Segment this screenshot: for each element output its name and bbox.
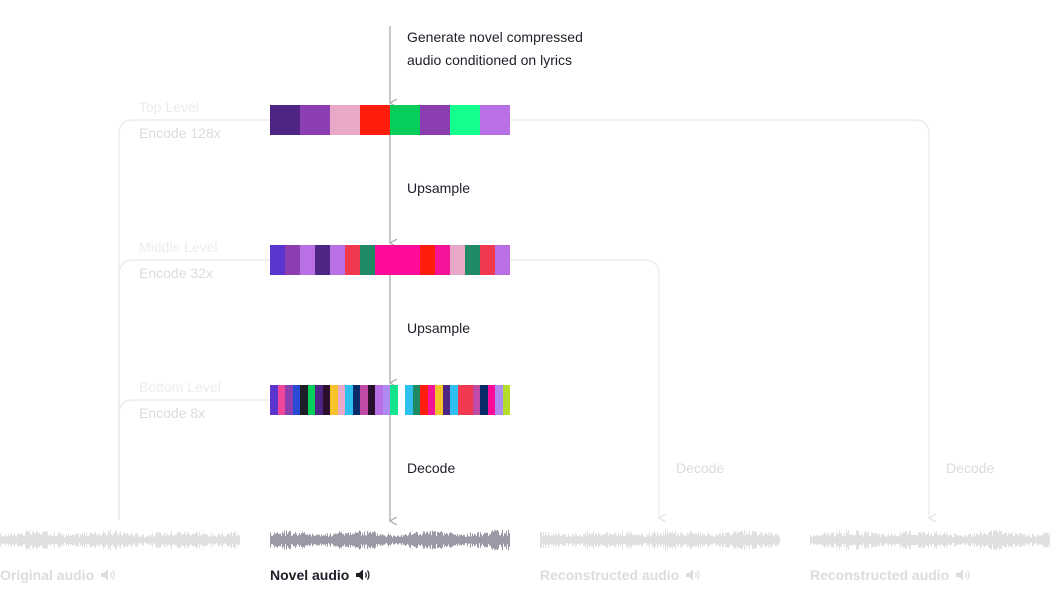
middle-level-encode-label: Encode 32x (139, 265, 213, 281)
code-cell (330, 245, 345, 275)
code-cell (502, 385, 510, 415)
code-cell (480, 105, 510, 135)
generate-label-line2: audio conditioned on lyrics (407, 52, 572, 68)
code-cell (390, 105, 420, 135)
code-cell (435, 245, 450, 275)
code-cell (450, 245, 465, 275)
upsample-label-middle: Upsample (407, 320, 471, 336)
decode-path-top (510, 119, 929, 518)
code-cell (397, 385, 405, 415)
code-cell (480, 385, 488, 415)
code-cell (330, 105, 360, 135)
encode-path-bottom (118, 399, 270, 520)
speaker-icon[interactable] (100, 568, 116, 582)
bottom-level-codes (270, 385, 510, 415)
code-cell (277, 385, 285, 415)
decode-label-top: Decode (946, 460, 995, 476)
original-audio-label: Original audio (0, 567, 95, 583)
code-cell (300, 385, 308, 415)
speaker-icon[interactable] (955, 568, 971, 582)
code-cell (360, 385, 368, 415)
bottom-level-label: Bottom Level (139, 379, 221, 395)
code-cell (270, 105, 300, 135)
decode-path-middle (510, 259, 659, 518)
code-cell (457, 385, 465, 415)
novel-audio-waveform[interactable] (270, 525, 510, 555)
code-cell (420, 385, 428, 415)
top-level-label: Top Level (139, 99, 199, 115)
reconstructed-audio-middle-waveform[interactable] (540, 525, 780, 555)
code-cell (480, 245, 495, 275)
waveform-path (540, 529, 780, 551)
code-cell (352, 385, 360, 415)
generate-label-line1: Generate novel compressed (407, 29, 583, 45)
waveform-path (0, 529, 240, 551)
code-cell (495, 385, 503, 415)
decode-label-middle: Decode (676, 460, 725, 476)
code-cell (285, 385, 293, 415)
code-cell (270, 385, 278, 415)
reconstructed-audio-middle-label: Reconstructed audio (540, 567, 680, 583)
original-audio-waveform[interactable] (0, 525, 240, 555)
code-cell (270, 245, 285, 275)
encode-path-middle (118, 259, 270, 520)
code-cell (375, 245, 390, 275)
code-cell (450, 105, 480, 135)
code-cell (360, 245, 375, 275)
code-cell (465, 385, 473, 415)
code-cell (405, 245, 420, 275)
code-cell (450, 385, 458, 415)
code-cell (420, 245, 435, 275)
code-cell (435, 385, 443, 415)
waveform-path (810, 529, 1050, 551)
code-cell (360, 105, 390, 135)
code-cell (390, 385, 398, 415)
waveform-path (270, 529, 510, 551)
code-cell (390, 245, 405, 275)
code-cell (307, 385, 315, 415)
code-cell (465, 245, 480, 275)
code-cell (487, 385, 495, 415)
code-cell (427, 385, 435, 415)
code-cell (285, 245, 300, 275)
original-audio-caption[interactable]: Original audio (0, 567, 116, 583)
code-cell (405, 385, 413, 415)
code-cell (367, 385, 375, 415)
code-cell (412, 385, 420, 415)
middle-level-codes (270, 245, 510, 275)
speaker-icon[interactable] (355, 568, 371, 582)
code-cell (345, 385, 353, 415)
code-cell (300, 245, 315, 275)
novel-audio-label: Novel audio (270, 567, 350, 583)
reconstructed-audio-middle-caption[interactable]: Reconstructed audio (540, 567, 701, 583)
decode-label-main: Decode (407, 460, 456, 476)
code-cell (292, 385, 300, 415)
middle-level-label: Middle Level (139, 239, 218, 255)
code-cell (442, 385, 450, 415)
code-cell (495, 245, 510, 275)
code-cell (472, 385, 480, 415)
upsample-label-top: Upsample (407, 180, 471, 196)
code-cell (420, 105, 450, 135)
top-level-encode-label: Encode 128x (139, 125, 221, 141)
code-cell (315, 385, 323, 415)
reconstructed-audio-top-waveform[interactable] (810, 525, 1050, 555)
code-cell (382, 385, 390, 415)
bottom-level-encode-label: Encode 8x (139, 405, 206, 421)
top-level-codes (270, 105, 510, 135)
code-cell (337, 385, 345, 415)
code-cell (375, 385, 383, 415)
code-cell (345, 245, 360, 275)
code-cell (315, 245, 330, 275)
novel-audio-caption[interactable]: Novel audio (270, 567, 371, 583)
reconstructed-audio-top-caption[interactable]: Reconstructed audio (810, 567, 971, 583)
code-cell (300, 105, 330, 135)
code-cell (322, 385, 330, 415)
encode-path-top (118, 119, 270, 520)
reconstructed-audio-top-label: Reconstructed audio (810, 567, 950, 583)
speaker-icon[interactable] (685, 568, 701, 582)
code-cell (330, 385, 338, 415)
